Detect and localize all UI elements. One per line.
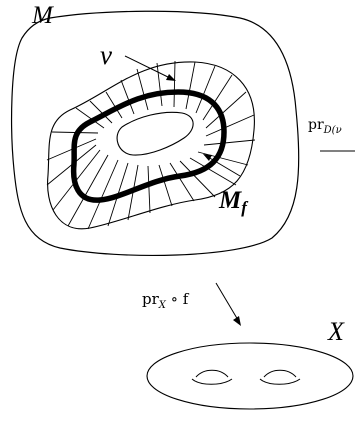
target-space-hole-left <box>191 369 233 385</box>
tubular-neighborhood-outer <box>47 61 255 230</box>
projection-right-label: prD(ν <box>308 117 342 136</box>
submanifold-label: Mf <box>218 187 249 217</box>
tubular-neighborhood-inner <box>116 111 194 156</box>
normal-bundle-arrow <box>124 55 171 79</box>
projection-down-arrow <box>215 282 239 321</box>
normal-bundle-arrowhead <box>166 74 176 81</box>
manifold-label: M <box>31 2 54 29</box>
projection-down-arrowhead <box>233 316 241 326</box>
projection-down-label: prX ∘ f <box>142 290 190 311</box>
target-space-surface <box>146 342 354 410</box>
submanifold-arrow <box>207 156 241 177</box>
submanifold-arrowhead <box>203 154 212 161</box>
normal-bundle-label: ν <box>100 40 112 70</box>
target-space-hole-right <box>259 369 301 385</box>
manifold-boundary <box>11 10 300 257</box>
submanifold-curve <box>70 89 227 203</box>
target-space-label: X <box>327 317 345 346</box>
